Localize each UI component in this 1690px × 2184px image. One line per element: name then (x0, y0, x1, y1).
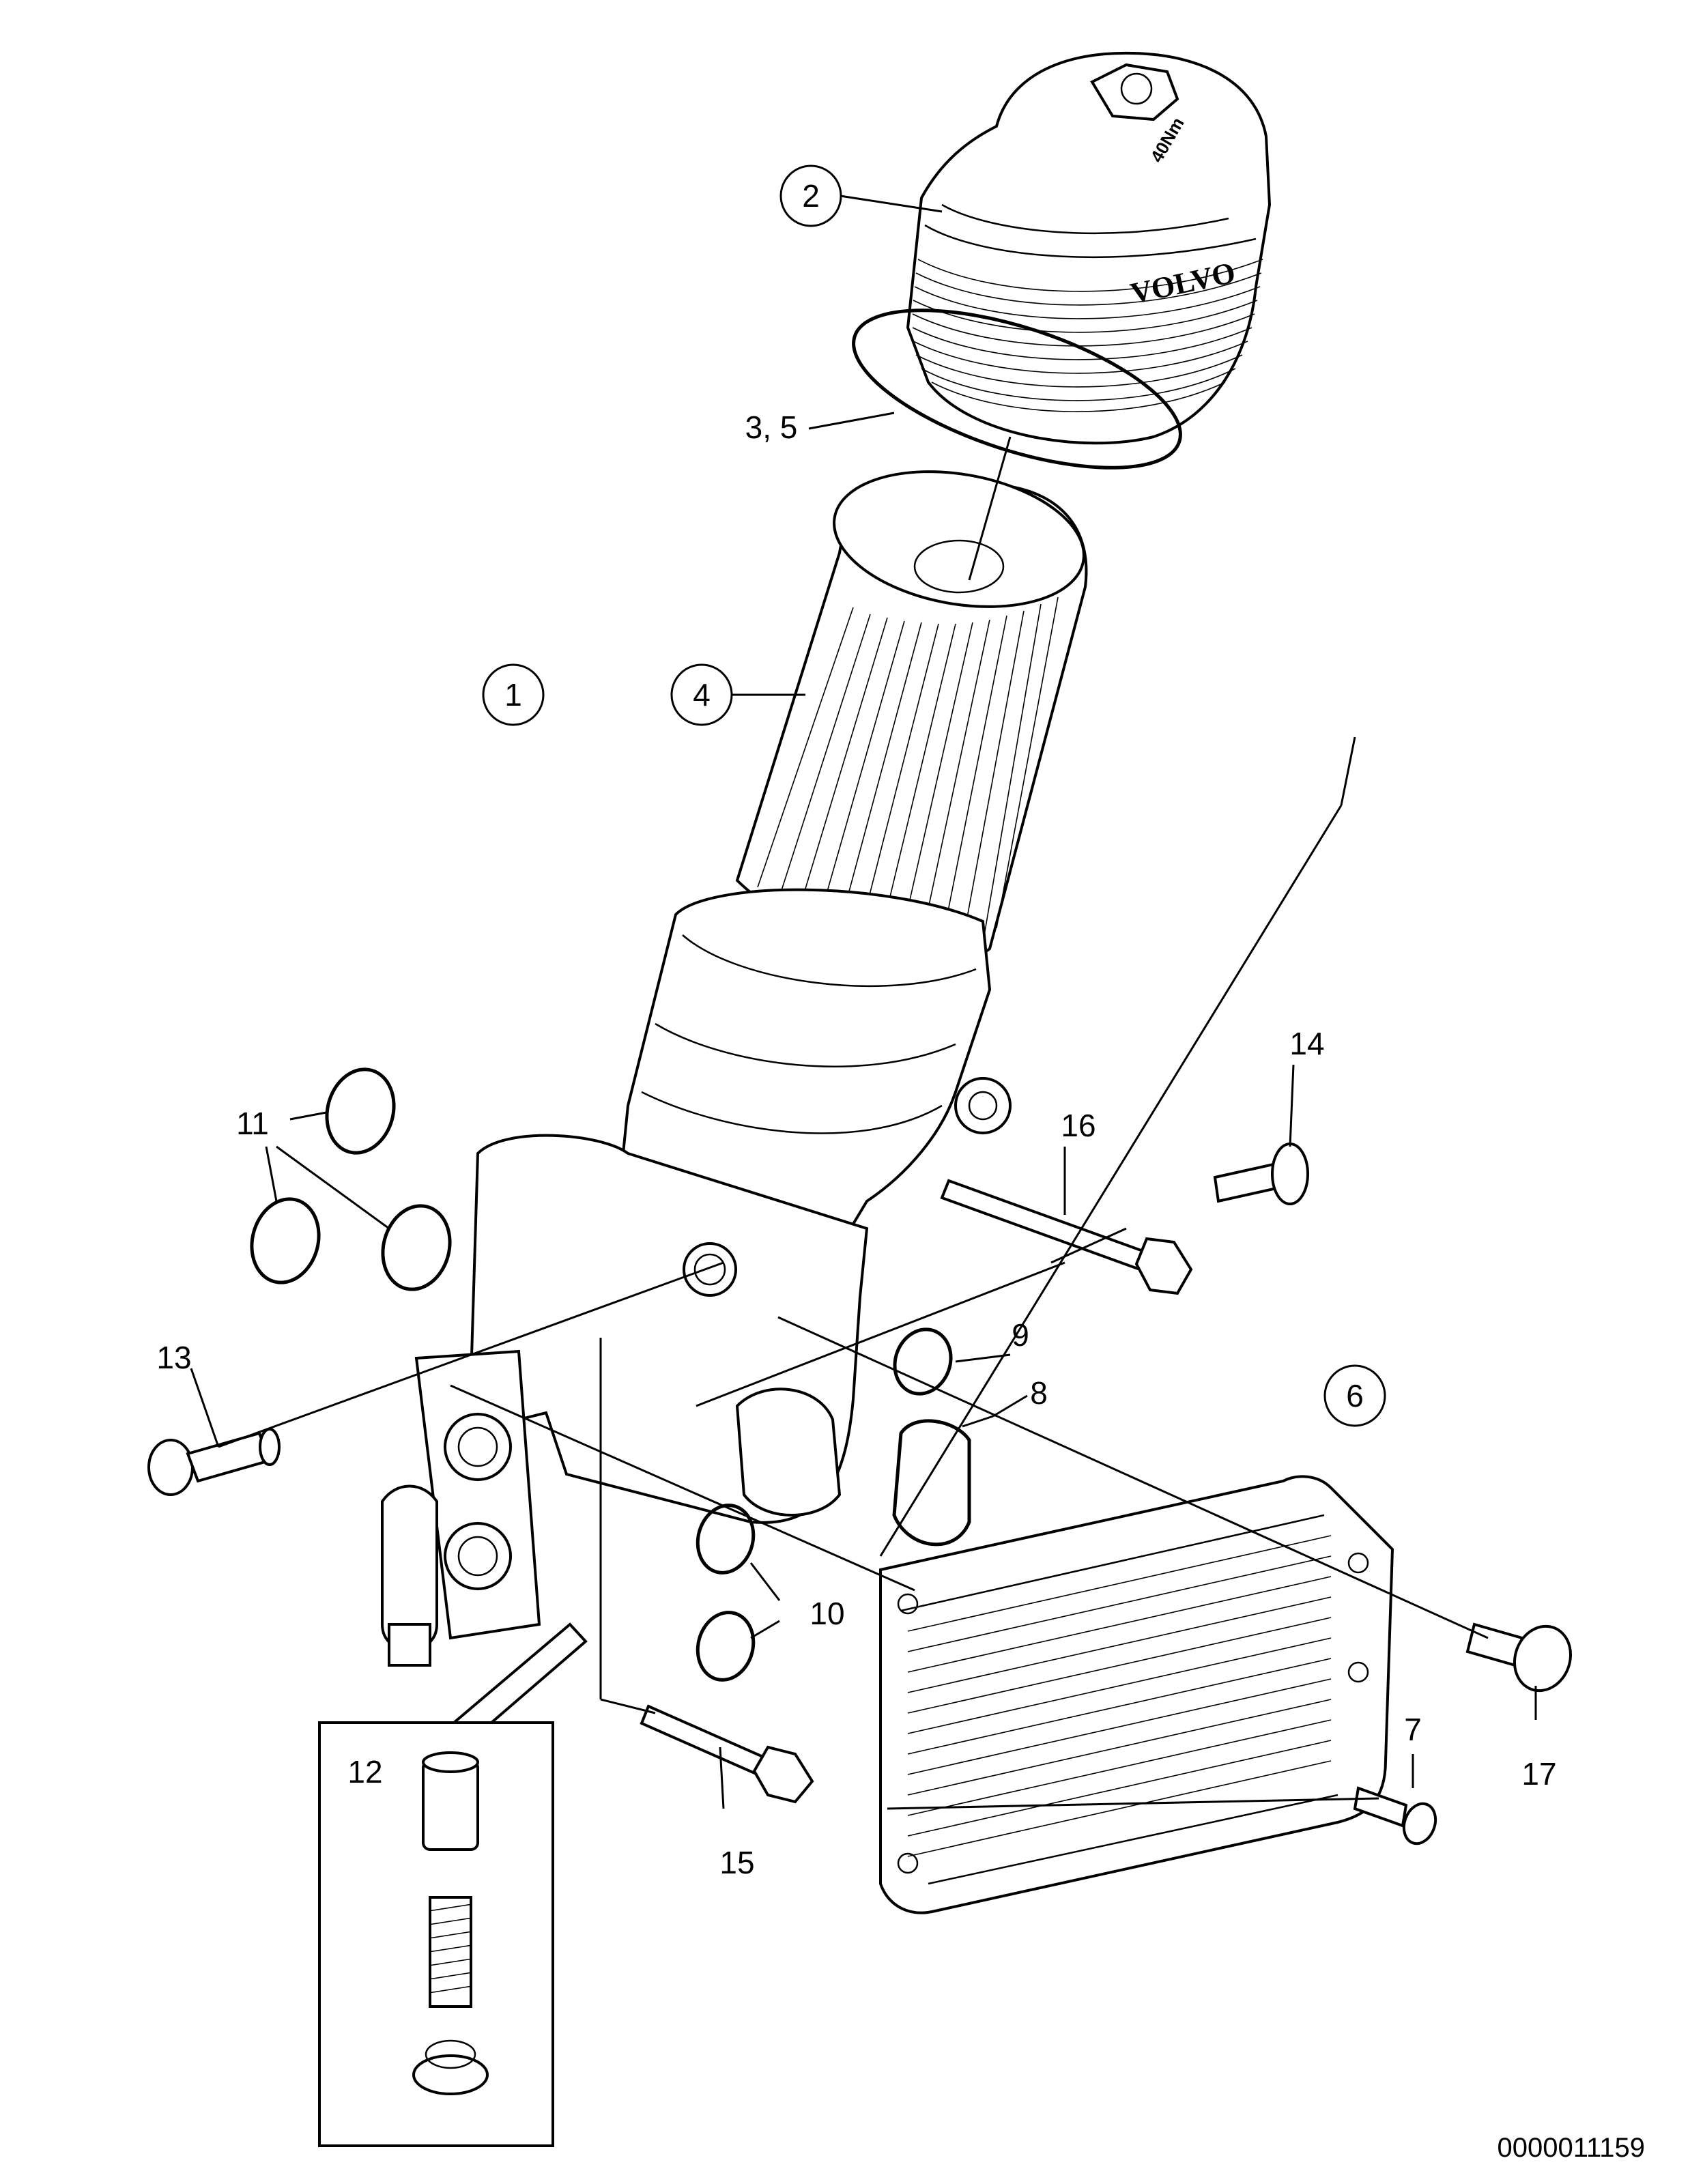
svg-text:10: 10 (810, 1596, 844, 1631)
callout-7: 7 (1404, 1712, 1422, 1747)
gasket-8 (892, 1419, 971, 1547)
callout-12: 12 (347, 1754, 382, 1790)
housing-port-lower (444, 1522, 512, 1590)
bolt-14 (1213, 1143, 1309, 1205)
o-ring-10a (696, 1504, 756, 1575)
callout-11: 11 (236, 1106, 269, 1141)
callout-9: 9 (1012, 1317, 1029, 1353)
callout-3-5: 3, 5 (745, 410, 798, 445)
svg-text:8: 8 (1030, 1375, 1048, 1411)
svg-text:1: 1 (504, 677, 522, 713)
detail-inset-12 (318, 1622, 588, 2147)
o-ring-11c (381, 1204, 452, 1291)
bolt-16 (940, 1179, 1193, 1295)
housing-port-center (683, 1242, 737, 1297)
svg-text:16: 16 (1061, 1108, 1095, 1143)
callout-13: 13 (156, 1340, 191, 1375)
callout-16: 16 (1061, 1108, 1095, 1143)
svg-text:4: 4 (693, 677, 711, 713)
callout-6: 6 (1323, 1364, 1386, 1427)
oil-cooler (879, 1475, 1394, 1914)
housing-port-upper (444, 1413, 512, 1481)
leader-lines (190, 195, 1537, 1810)
cap-hex-center-icon (1120, 72, 1153, 105)
callout-10: 10 (810, 1596, 844, 1631)
svg-text:14: 14 (1289, 1026, 1324, 1061)
svg-text:9: 9 (1012, 1317, 1029, 1353)
inset-pointer (450, 1622, 588, 1724)
filter-pleats (757, 597, 1059, 944)
callout-1: 1 (482, 663, 545, 726)
bolt-7 (1353, 1786, 1437, 1845)
svg-text:7: 7 (1404, 1712, 1422, 1747)
svg-text:15: 15 (719, 1845, 754, 1880)
cooler-plates (907, 1535, 1332, 1857)
document-id: 0000011159 (1497, 2133, 1645, 2163)
filter-cap: VOLVO 40Nm (906, 51, 1272, 445)
svg-text:12: 12 (347, 1754, 382, 1790)
cap-sealing-ring (852, 308, 1182, 470)
o-ring-10b (696, 1611, 756, 1682)
callout-2: 2 (779, 164, 842, 227)
bolt-15 (640, 1704, 814, 1804)
filter-element (735, 470, 1088, 958)
svg-text:6: 6 (1346, 1378, 1364, 1413)
o-ring-9 (893, 1327, 953, 1396)
callout-8: 8 (1030, 1375, 1048, 1411)
spring-coils (428, 1903, 473, 1994)
svg-text:11: 11 (236, 1106, 269, 1141)
sensor-17 (1465, 1622, 1573, 1693)
svg-text:2: 2 (802, 178, 820, 214)
o-ring-11a (325, 1067, 396, 1155)
callout-4: 4 (670, 663, 733, 726)
svg-text:13: 13 (156, 1340, 191, 1375)
callout-15: 15 (719, 1845, 754, 1880)
o-ring-11b (250, 1197, 321, 1284)
callout-17: 17 (1521, 1756, 1556, 1792)
callout-14: 14 (1289, 1026, 1324, 1061)
plug-13 (147, 1428, 281, 1496)
filter-housing (381, 888, 1012, 1667)
svg-text:3, 5: 3, 5 (745, 410, 798, 445)
svg-text:17: 17 (1521, 1756, 1556, 1792)
cap-hex-nut (1090, 63, 1179, 121)
